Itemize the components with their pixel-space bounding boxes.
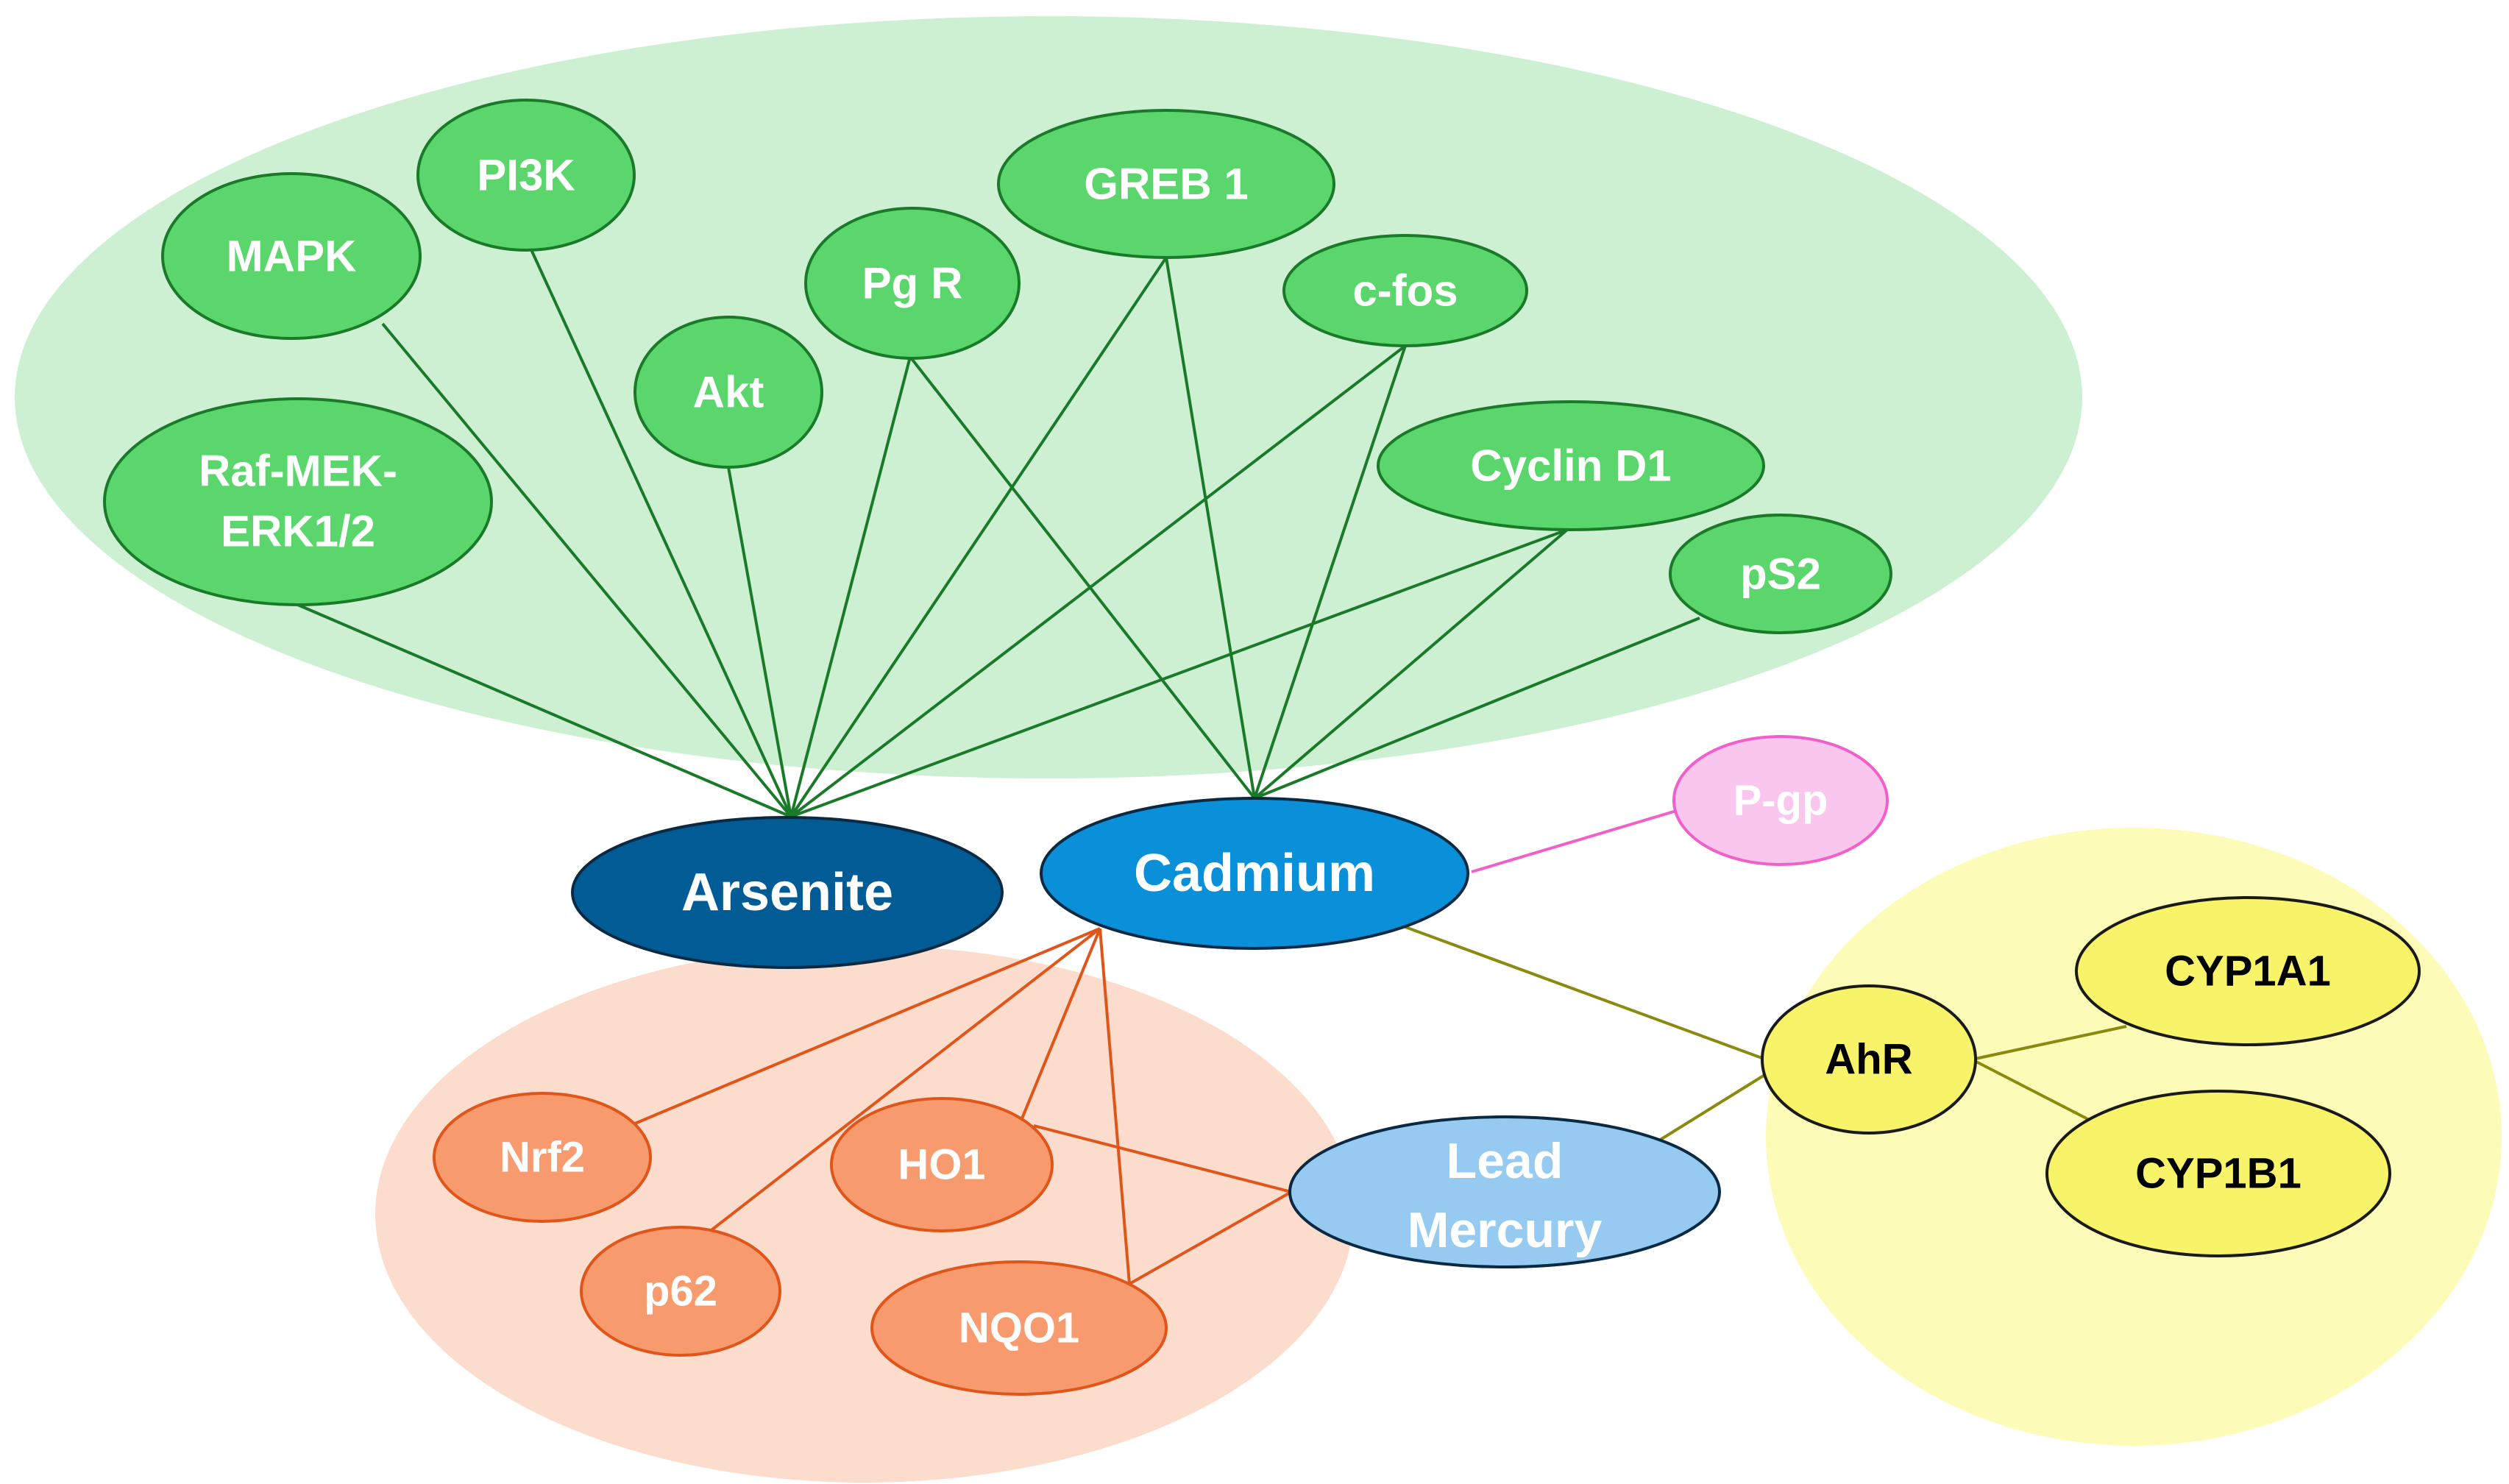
label-greb1: GREB 1 xyxy=(1084,160,1248,209)
edge-cadmium-pgp xyxy=(1471,808,1682,873)
node-ho1 xyxy=(830,1097,1054,1232)
edge-cadmium-nqo1 xyxy=(1099,928,1131,1285)
orange-nodes xyxy=(433,1092,1168,1396)
label-raf-line1: Raf-MEK- xyxy=(199,447,397,496)
edge-ahr-cyp1a1 xyxy=(1971,1025,2127,1061)
label-lead: Lead xyxy=(1447,1133,1564,1189)
orange-edges xyxy=(611,927,1292,1285)
node-mapk xyxy=(161,172,422,340)
cadmium-edges xyxy=(909,257,1700,800)
label-akt: Akt xyxy=(693,368,764,417)
edge-cfos-arsenite xyxy=(789,344,1407,818)
edge-raf-arsenite xyxy=(294,602,792,818)
node-raf xyxy=(103,397,493,606)
green-nodes xyxy=(103,99,1892,634)
label-cyp1a1: CYP1A1 xyxy=(2165,948,2331,995)
label-nqo1: NQO1 xyxy=(959,1304,1079,1352)
olive-edges xyxy=(1405,926,2127,1142)
node-nqo1 xyxy=(870,1260,1168,1396)
edge-cadmium-nrf2 xyxy=(611,927,1101,1135)
node-cyclind1 xyxy=(1377,400,1765,531)
edge-pgr-arsenite xyxy=(789,356,912,817)
label-pgr: Pg R xyxy=(862,259,963,308)
label-pgp: P-gp xyxy=(1733,777,1828,825)
label-mercury: Mercury xyxy=(1408,1202,1603,1258)
node-cfos xyxy=(1282,234,1528,347)
node-nrf2 xyxy=(433,1092,652,1223)
node-greb1 xyxy=(997,109,1335,259)
node-p62 xyxy=(580,1226,781,1357)
edge-ho1-lead xyxy=(1033,1124,1292,1193)
node-cadmium xyxy=(1040,797,1469,950)
label-cfos: c-fos xyxy=(1352,266,1458,316)
node-akt xyxy=(634,316,823,469)
edge-mapk-arsenite xyxy=(381,322,792,818)
label-cadmium: Cadmium xyxy=(1134,844,1375,903)
label-ahr: AhR xyxy=(1825,1036,1912,1084)
edge-lead-ahr xyxy=(1658,1073,1767,1142)
node-pgr xyxy=(804,207,1021,360)
edge-nqo1-lead xyxy=(1129,1190,1292,1285)
node-lead-mercury xyxy=(1288,1115,1721,1268)
edge-ahr-cyp1b1 xyxy=(1971,1058,2101,1127)
edge-akt-arsenite xyxy=(727,466,792,817)
label-raf-line2: ERK1/2 xyxy=(221,507,375,556)
edge-greb1-arsenite xyxy=(789,256,1168,818)
edge-cyclind1-cadmium xyxy=(1253,528,1569,800)
label-cyp1b1: CYP1B1 xyxy=(2135,1150,2302,1198)
label-ps2: pS2 xyxy=(1740,550,1821,599)
arsenite-edges xyxy=(294,246,1568,818)
edge-cadmium-ho1 xyxy=(1018,928,1101,1126)
edge-greb1-cadmium xyxy=(1165,257,1256,799)
label-pi3k: PI3K xyxy=(477,151,575,200)
node-ahr xyxy=(1761,984,1977,1135)
label-nrf2: Nrf2 xyxy=(500,1134,585,1182)
node-arsenite xyxy=(571,816,1004,969)
edge-cfos-cadmium xyxy=(1253,345,1407,799)
label-arsenite: Arsenite xyxy=(681,863,893,922)
edge-cyclind1-arsenite xyxy=(790,528,1568,818)
node-cyp1b1 xyxy=(2045,1090,2391,1257)
label-cyclind1: Cyclin D1 xyxy=(1470,441,1671,491)
edge-pi3k-arsenite xyxy=(528,246,792,817)
label-ho1: HO1 xyxy=(898,1141,985,1189)
label-p62: p62 xyxy=(644,1268,717,1316)
edge-pgr-cadmium xyxy=(909,355,1256,800)
label-mapk: MAPK xyxy=(227,232,357,281)
node-pgp xyxy=(1672,735,1889,866)
node-cyp1a1 xyxy=(2075,896,2421,1046)
yellow-nodes xyxy=(1761,896,2421,1257)
edge-ps2-cadmium xyxy=(1254,617,1700,800)
edge-cadmium-p62 xyxy=(698,927,1101,1241)
node-ps2 xyxy=(1669,514,1892,634)
edge-cadmium-ahr xyxy=(1405,926,1767,1061)
node-pi3k xyxy=(416,99,636,252)
